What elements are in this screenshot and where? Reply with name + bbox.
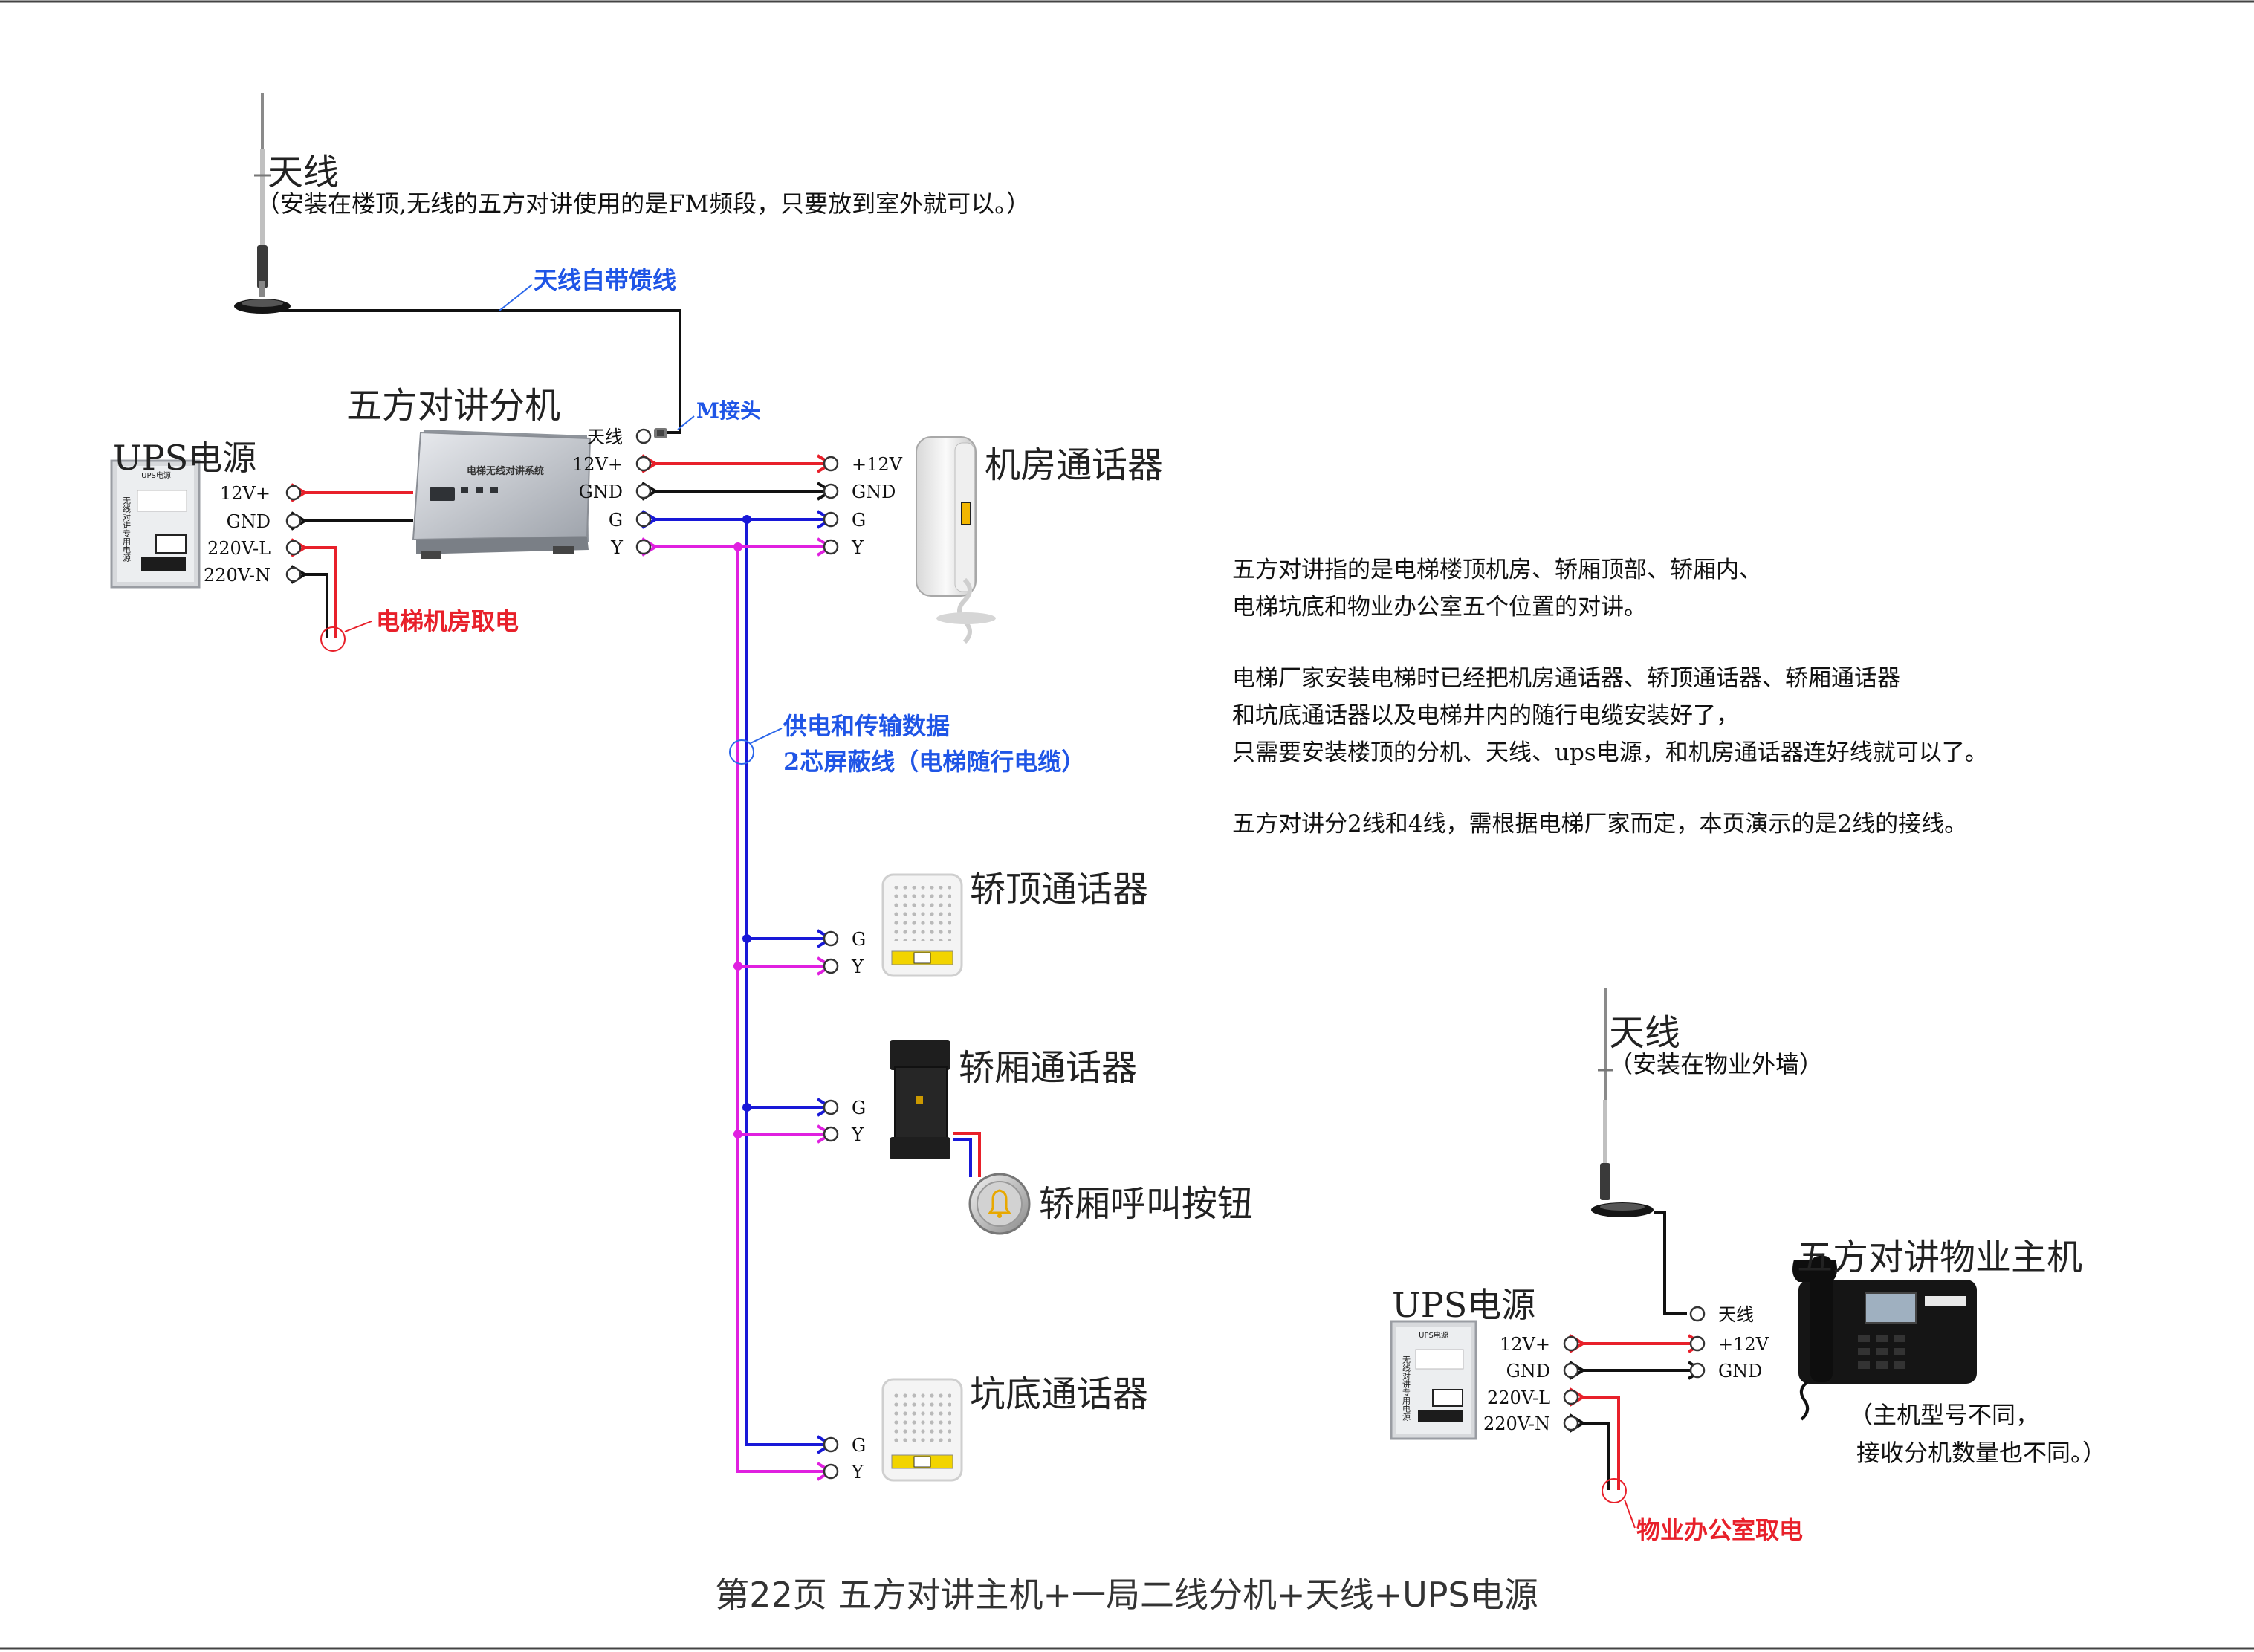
splitter-terminal-gnd: GND bbox=[579, 482, 623, 502]
callout-leaders bbox=[344, 284, 1636, 1529]
office-host-terminal-12v: +12V bbox=[1718, 1334, 1769, 1355]
splitter-terminal-antenna: 天线 bbox=[587, 427, 623, 447]
pit-title: 坑底通话器 bbox=[970, 1373, 1148, 1415]
svg-text:UPS电源: UPS电源 bbox=[141, 470, 171, 480]
splitter-box-icon: 电梯无线对讲系统 bbox=[412, 430, 592, 559]
splitter-title: 五方对讲分机 bbox=[346, 385, 560, 427]
ups-top-title: UPS电源 bbox=[113, 438, 256, 478]
antenna-feeder-label: 天线自带馈线 bbox=[534, 266, 676, 294]
pit-speaker-icon bbox=[881, 1378, 963, 1482]
terminal-circles bbox=[285, 428, 1706, 1480]
notes-p1-line1: 五方对讲指的是电梯楼顶机房、轿厢顶部、轿厢内、 bbox=[1232, 557, 1762, 583]
machine-room-terminal-labels: +12V GND G Y bbox=[851, 454, 903, 558]
machine-room-terminal-y: Y bbox=[851, 537, 864, 558]
antenna-top-title: 天线 bbox=[268, 152, 339, 193]
machine-room-title: 机房通话器 bbox=[985, 444, 1163, 486]
footer-caption: 第22页 五方对讲主机+一局二线分机+天线+UPS电源 bbox=[715, 1575, 1538, 1615]
ups-office-terminal-gnd: GND bbox=[1506, 1361, 1550, 1381]
office-host-note-line1: （主机型号不同， bbox=[1849, 1401, 2039, 1429]
car-terminal-y: Y bbox=[851, 1124, 864, 1145]
machine-room-terminal-12v: +12V bbox=[852, 454, 903, 475]
notes-paragraph-3: 五方对讲分2线和4线，需根据电梯厂家而定，本页演示的是2线的接线。 bbox=[1232, 806, 2228, 843]
call-button-red-wire bbox=[953, 1132, 981, 1177]
m-connector-label: M接头 bbox=[696, 398, 761, 423]
antenna-office-icon bbox=[1591, 988, 1654, 1217]
ups-office-terminal-220l: 220V-L bbox=[1487, 1387, 1550, 1408]
machine-room-handset-icon bbox=[916, 436, 996, 644]
g-bus-vertical-wire bbox=[745, 519, 825, 1446]
svg-text:无线对讲专用电源: 无线对讲专用电源 bbox=[1402, 1355, 1411, 1422]
car-top-title: 轿顶通话器 bbox=[970, 869, 1148, 910]
pit-terminal-labels: G Y bbox=[851, 1435, 866, 1483]
notes-p2-line3: 只需要安装楼顶的分机、天线、ups电源，和机房通话器连好线就可以了。 bbox=[1232, 739, 1988, 766]
car-top-speaker-icon bbox=[881, 873, 963, 977]
antenna-office-title: 天线 bbox=[1609, 1012, 1680, 1054]
ups-top-terminal-gnd: GND bbox=[227, 511, 271, 532]
machine-room-terminal-gnd: GND bbox=[852, 482, 896, 502]
ups-220l-wire bbox=[305, 546, 337, 638]
ups-top-terminal-labels: 12V+ GND 220V-L 220V-N bbox=[204, 483, 271, 586]
car-title: 轿厢通话器 bbox=[959, 1047, 1137, 1089]
junction-dots bbox=[733, 515, 751, 1138]
ups-office-terminal-220n: 220V-N bbox=[1483, 1413, 1550, 1434]
callout-circles bbox=[320, 626, 1627, 1503]
splitter-terminal-12v: 12V+ bbox=[572, 454, 623, 475]
antenna-feeder-wire bbox=[275, 309, 681, 434]
notes-p3-line1: 五方对讲分2线和4线，需根据电梯厂家而定，本页演示的是2线的接线。 bbox=[1232, 811, 1968, 838]
svg-text:UPS电源: UPS电源 bbox=[1419, 1330, 1448, 1340]
cable-label-line2: 2芯屏蔽线（电梯随行电缆） bbox=[783, 748, 1085, 776]
office-ups-220n-wire bbox=[1583, 1422, 1610, 1490]
call-button-icon bbox=[968, 1173, 1031, 1235]
explanation-notes: 五方对讲指的是电梯楼顶机房、轿厢顶部、轿厢内、 电梯坑底和物业办公室五个位置的对… bbox=[1232, 551, 2228, 877]
ups-top-terminal-220l: 220V-L bbox=[207, 538, 271, 559]
ups-office-box-icon: UPS电源 无线对讲专用电源 bbox=[1390, 1320, 1477, 1440]
ups-top-terminal-220n: 220V-N bbox=[204, 565, 271, 586]
notes-paragraph-2: 电梯厂家安装电梯时已经把机房通话器、轿顶通话器、轿厢通话器 和坑底通话器以及电梯… bbox=[1232, 660, 2228, 771]
svg-text:无线对讲专用电源: 无线对讲专用电源 bbox=[122, 496, 132, 563]
pit-terminal-g: G bbox=[852, 1435, 866, 1456]
call-button-title: 轿厢呼叫按钮 bbox=[1039, 1183, 1253, 1225]
office-host-terminal-antenna: 天线 bbox=[1718, 1304, 1754, 1325]
car-top-terminal-labels: G Y bbox=[851, 929, 866, 977]
office-host-title: 五方对讲物业主机 bbox=[1797, 1237, 2082, 1278]
m-connector-icon bbox=[654, 428, 667, 438]
notes-p1-line2: 电梯坑底和物业办公室五个位置的对讲。 bbox=[1232, 594, 1647, 621]
cable-label-line1: 供电和传输数据 bbox=[783, 712, 950, 740]
antenna-office-note: （安装在物业外墙） bbox=[1609, 1050, 1823, 1078]
notes-paragraph-1: 五方对讲指的是电梯楼顶机房、轿厢顶部、轿厢内、 电梯坑底和物业办公室五个位置的对… bbox=[1232, 551, 2228, 626]
svg-text:电梯无线对讲系统: 电梯无线对讲系统 bbox=[467, 465, 544, 477]
call-button-blue-wire bbox=[953, 1138, 972, 1177]
machine-room-terminal-g: G bbox=[852, 510, 866, 531]
office-host-phone-icon bbox=[1792, 1256, 1977, 1421]
ups-office-title: UPS电源 bbox=[1392, 1285, 1535, 1325]
office-host-note-line2: 接收分机数量也不同。） bbox=[1856, 1439, 2106, 1467]
splitter-terminal-y: Y bbox=[610, 537, 624, 558]
office-host-terminal-labels: 天线 +12V GND bbox=[1718, 1304, 1769, 1381]
ups-office-terminal-labels: 12V+ GND 220V-L 220V-N bbox=[1483, 1334, 1550, 1434]
splitter-terminal-labels: 天线 12V+ GND G Y bbox=[572, 427, 624, 558]
office-ups-220l-wire bbox=[1583, 1396, 1620, 1490]
car-top-terminal-y: Y bbox=[851, 956, 864, 977]
ups-office-terminal-12v: 12V+ bbox=[1500, 1334, 1550, 1355]
splitter-terminal-g: G bbox=[609, 510, 623, 531]
ups-top-box-icon: UPS电源 无线对讲专用电源 bbox=[110, 459, 201, 589]
ups-top-terminal-12v: 12V+ bbox=[220, 483, 271, 504]
ups-220n-wire bbox=[305, 573, 328, 638]
antenna-top-icon bbox=[234, 93, 291, 314]
notes-p2-line1: 电梯厂家安装电梯时已经把机房通话器、轿顶通话器、轿厢通话器 bbox=[1232, 665, 1900, 692]
car-intercom-box-icon bbox=[890, 1040, 950, 1159]
pit-terminal-y: Y bbox=[851, 1462, 864, 1483]
office-host-terminal-gnd: GND bbox=[1718, 1361, 1762, 1381]
notes-p2-line2: 和坑底通话器以及电梯井内的随行电缆安装好了， bbox=[1232, 702, 1739, 729]
car-terminal-labels: G Y bbox=[851, 1098, 866, 1145]
car-terminal-g: G bbox=[852, 1098, 866, 1118]
office-feeder-wire bbox=[1654, 1211, 1687, 1315]
car-top-terminal-g: G bbox=[852, 929, 866, 950]
antenna-top-note: （安装在楼顶,无线的五方对讲使用的是FM频段，只要放到室外就可以。） bbox=[256, 190, 1030, 218]
y-bus-vertical-wire bbox=[736, 547, 825, 1473]
ups-office-power-label: 物业办公室取电 bbox=[1636, 1516, 1803, 1544]
ups-top-power-label: 电梯机房取电 bbox=[376, 607, 519, 635]
